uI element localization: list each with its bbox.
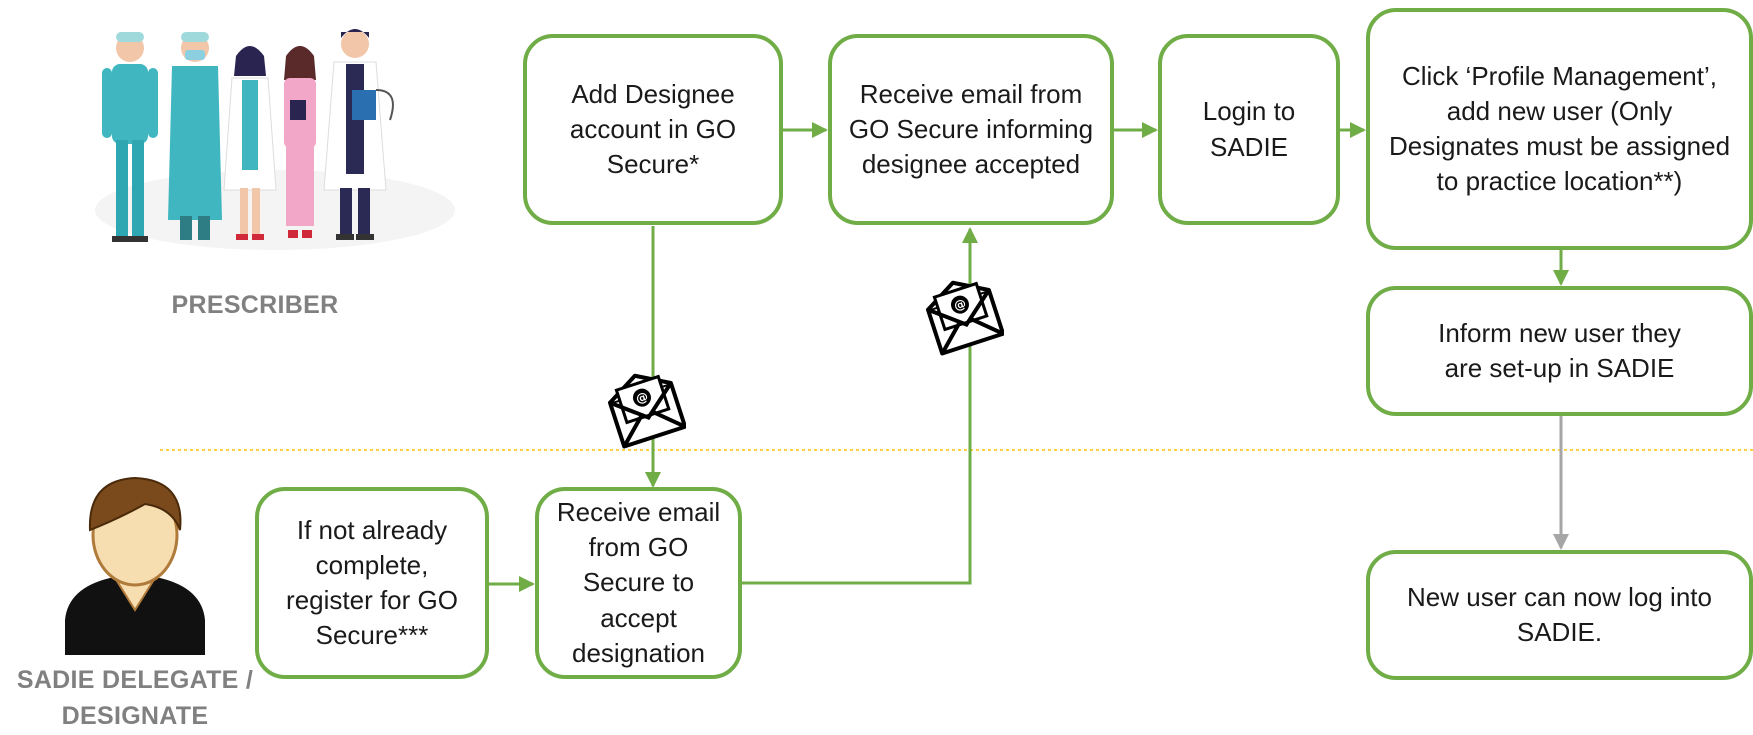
email-icon: @ — [926, 280, 1004, 356]
login-sadie-text: Login to SADIE — [1202, 96, 1296, 162]
prescriber-label: PRESCRIBER — [171, 291, 339, 319]
doctors-group-illustration — [95, 29, 455, 250]
login-sadie-box: Login to SADIE — [1158, 34, 1340, 225]
register-go-secure-text: If not already complete, register for GO… — [286, 514, 458, 651]
email-icon: @ — [608, 373, 686, 449]
arrow-accept-to-accepted — [740, 227, 978, 585]
svg-text:@: @ — [634, 389, 650, 406]
add-designee-box: Add Designee account in GO Secure* — [523, 34, 783, 225]
user-avatar-icon — [65, 476, 205, 655]
receive-accept-email-box: Receive email from GO Secure to accept d… — [535, 487, 742, 679]
inform-new-user-text: Inform new user they are set-up in SADIE — [1438, 317, 1681, 383]
new-user-login-text: New user can now log into SADIE. — [1407, 581, 1712, 647]
register-go-secure-box: If not already complete, register for GO… — [255, 487, 489, 679]
profile-management-text: Click ‘Profile Management’, add new user… — [1388, 60, 1731, 197]
delegate-label: SADIE DELEGATE / DESIGNATE — [16, 666, 254, 731]
add-designee-text: Add Designee account in GO Secure* — [569, 78, 737, 180]
receive-accepted-email-text: Receive email from GO Secure informing d… — [848, 78, 1094, 180]
inform-new-user-box: Inform new user they are set-up in SADIE — [1366, 286, 1753, 416]
svg-text:@: @ — [952, 296, 968, 313]
receive-accepted-email-box: Receive email from GO Secure informing d… — [828, 34, 1114, 225]
profile-management-box: Click ‘Profile Management’, add new user… — [1366, 8, 1753, 250]
receive-accept-email-text: Receive email from GO Secure to accept d… — [556, 497, 721, 668]
new-user-login-box: New user can now log into SADIE. — [1366, 550, 1753, 680]
